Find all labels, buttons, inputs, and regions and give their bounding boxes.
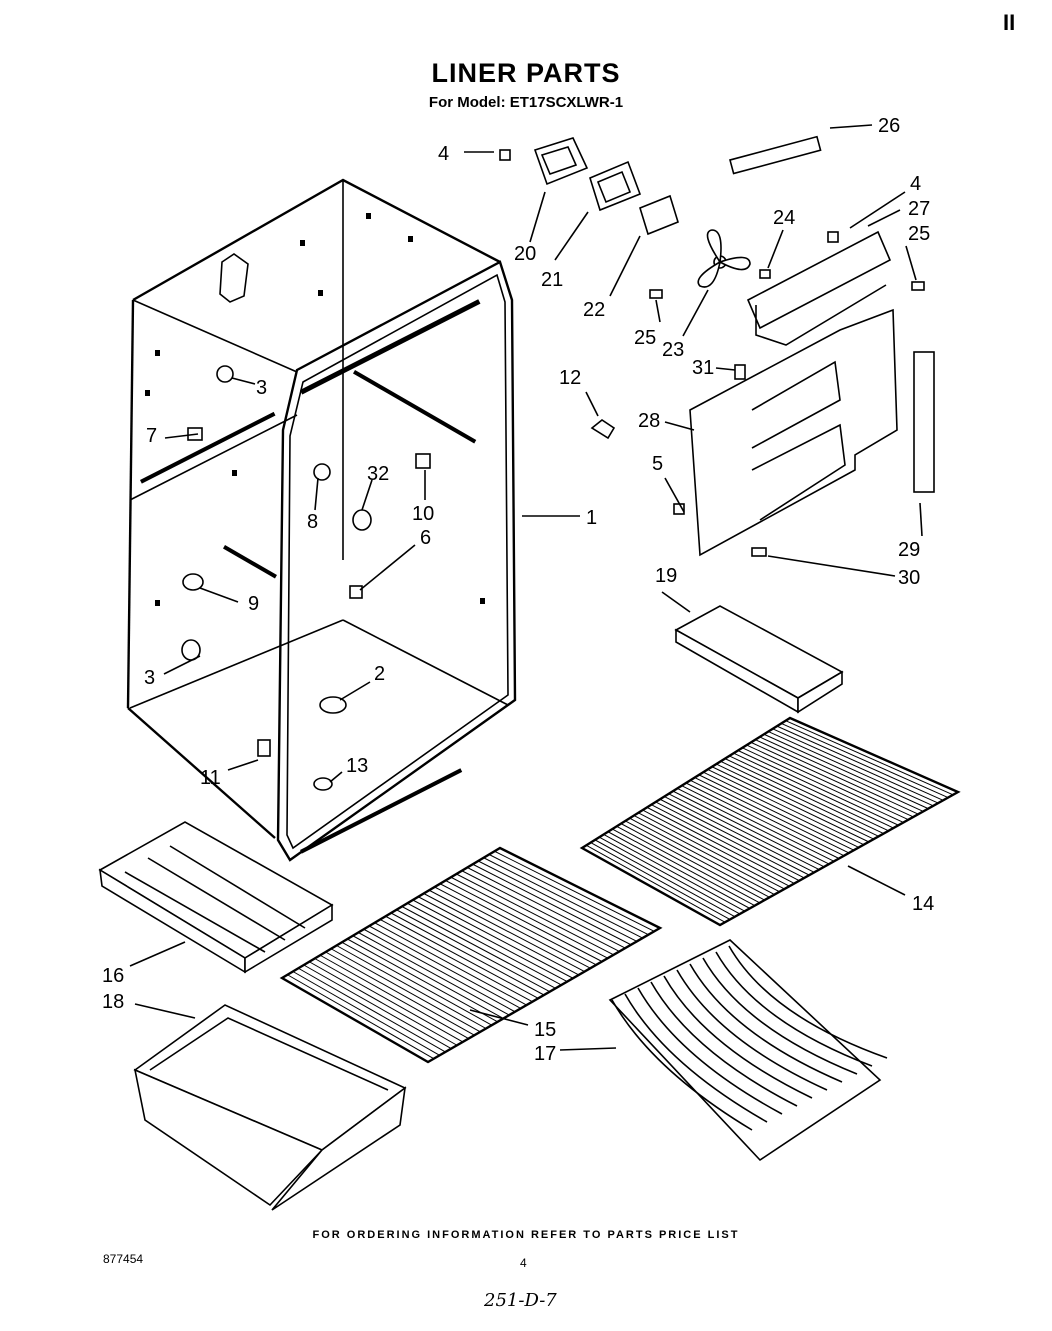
wire-basket bbox=[608, 939, 888, 1162]
model-subtitle: For Model: ET17SCXLWR-1 bbox=[428, 94, 624, 111]
component-3-upper bbox=[216, 365, 234, 383]
component-30 bbox=[751, 547, 767, 557]
callout-22: 22 bbox=[583, 299, 605, 321]
page-number: 4 bbox=[520, 1256, 527, 1270]
wire-shelf-large bbox=[579, 716, 961, 927]
handwritten-note: 251-D-7 bbox=[484, 1290, 557, 1311]
shelf-rail-slots bbox=[140, 299, 481, 854]
callout-1: 1 bbox=[586, 507, 597, 529]
callout-5: 5 bbox=[652, 453, 663, 475]
callout-12: 12 bbox=[559, 367, 581, 389]
callout-28: 28 bbox=[638, 410, 660, 432]
callout-20: 20 bbox=[514, 243, 536, 265]
callout-24: 24 bbox=[773, 207, 795, 229]
component-6 bbox=[349, 585, 363, 599]
component-27 bbox=[746, 230, 892, 346]
callout-17: 17 bbox=[534, 1043, 556, 1065]
component-9 bbox=[182, 573, 204, 591]
callout-27: 27 bbox=[908, 198, 930, 220]
corner-mark: II bbox=[1003, 10, 1016, 35]
callout-10: 10 bbox=[412, 503, 434, 525]
ice-tray bbox=[674, 605, 844, 714]
liner-components bbox=[181, 365, 616, 791]
component-22 bbox=[639, 194, 679, 236]
component-10 bbox=[415, 453, 431, 469]
callout-29: 29 bbox=[898, 539, 920, 561]
wire-shelf-small bbox=[279, 846, 663, 1064]
callout-16: 16 bbox=[102, 965, 124, 987]
component-32 bbox=[352, 509, 372, 531]
callout-6: 6 bbox=[420, 527, 431, 549]
storage-bin bbox=[133, 1004, 407, 1211]
component-4-right bbox=[827, 231, 839, 243]
component-2 bbox=[319, 696, 347, 714]
callout-23: 23 bbox=[662, 339, 684, 361]
callout-3-upper: 3 bbox=[256, 377, 267, 399]
callout-19: 19 bbox=[655, 565, 677, 587]
callout-4-left: 4 bbox=[438, 143, 449, 165]
callout-9: 9 bbox=[248, 593, 259, 615]
component-4-left bbox=[499, 149, 511, 161]
liner-cabinet bbox=[126, 178, 517, 862]
page-title: LINER PARTS bbox=[431, 58, 621, 88]
component-21 bbox=[589, 160, 642, 212]
component-8 bbox=[313, 463, 331, 481]
callout-25-right: 25 bbox=[908, 223, 930, 245]
ordering-footer: FOR ORDERING INFORMATION REFER TO PARTS … bbox=[312, 1229, 740, 1241]
component-26 bbox=[729, 135, 822, 175]
component-12 bbox=[590, 419, 616, 440]
callout-15: 15 bbox=[534, 1019, 556, 1041]
fan-blade-23 bbox=[697, 229, 751, 288]
callout-18: 18 bbox=[102, 991, 124, 1013]
callout-2: 2 bbox=[374, 663, 385, 685]
callout-7: 7 bbox=[146, 425, 157, 447]
shelf-tray bbox=[98, 821, 334, 974]
callout-31: 31 bbox=[692, 357, 714, 379]
callout-8: 8 bbox=[307, 511, 318, 533]
document-number: 877454 bbox=[103, 1252, 144, 1266]
callout-14: 14 bbox=[912, 893, 934, 915]
component-29-strip bbox=[913, 351, 935, 493]
component-13 bbox=[313, 777, 333, 791]
callout-32: 32 bbox=[367, 463, 389, 485]
evaporator-cover-panel bbox=[673, 308, 898, 557]
component-25-left bbox=[649, 289, 663, 299]
leader-lines bbox=[129, 124, 923, 1051]
callout-25-left: 25 bbox=[634, 327, 656, 349]
upper-fan-assembly bbox=[499, 135, 925, 346]
callout-labels: 1 2 3 3 4 4 5 6 7 8 9 10 11 12 13 14 15 … bbox=[102, 115, 934, 1065]
mounting-holes bbox=[145, 213, 485, 606]
callout-3-lower: 3 bbox=[144, 667, 155, 689]
callout-26: 26 bbox=[878, 115, 900, 137]
callout-4-right: 4 bbox=[910, 173, 921, 195]
component-25-right bbox=[911, 281, 925, 291]
component-11 bbox=[257, 739, 271, 757]
callout-13: 13 bbox=[346, 755, 368, 777]
liner-vent-opening bbox=[219, 253, 249, 303]
callout-21: 21 bbox=[541, 269, 563, 291]
callout-11: 11 bbox=[200, 767, 221, 789]
callout-30: 30 bbox=[898, 567, 920, 589]
component-20 bbox=[533, 137, 589, 186]
component-24 bbox=[759, 269, 771, 279]
component-31 bbox=[734, 364, 746, 380]
